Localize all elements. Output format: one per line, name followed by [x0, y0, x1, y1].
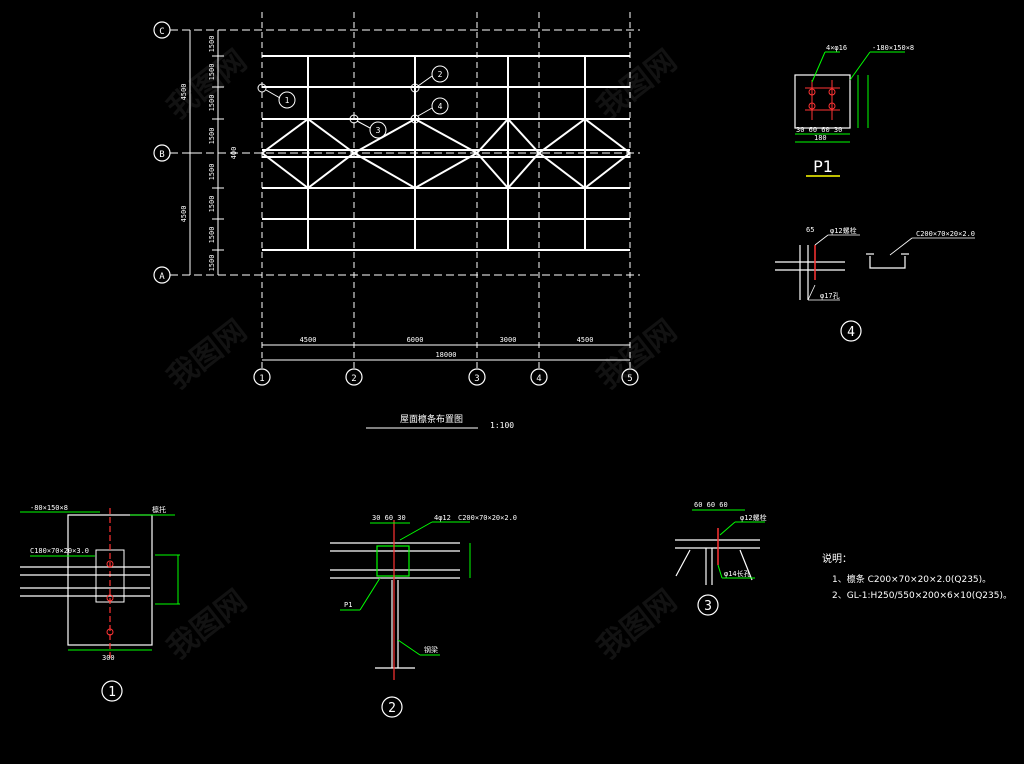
p1-note-right: -180×150×8 — [872, 44, 914, 52]
axis-bubble-4 — [530, 368, 548, 386]
detail-2-bubble — [381, 696, 403, 718]
d1-label: 1 — [108, 685, 116, 700]
dim-bottom-2: 6000 — [407, 336, 424, 344]
axis-label-B: B — [159, 150, 164, 160]
axis-bubble-2 — [345, 368, 363, 386]
p1-label: P1 — [813, 157, 833, 176]
callout-1 — [278, 91, 296, 109]
axis-bubble-1 — [253, 368, 271, 386]
d1-dim: 300 — [102, 654, 115, 662]
notes-line-2: 2、GL-1:H250/550×200×6×10(Q235)。 — [832, 591, 1012, 601]
bolt-hole — [828, 102, 836, 110]
callout-3 — [369, 121, 387, 139]
bolt-hole — [808, 102, 816, 110]
detail-1: -80×150×8 檩托 C180×70×20×3.0 300 1 — [20, 504, 180, 702]
detail-4-bubble — [840, 320, 862, 342]
axis-bubble-5 — [621, 368, 639, 386]
axis-label-1: 1 — [259, 374, 264, 384]
dim-bottom-4: 4500 — [577, 336, 594, 344]
notes-line-1: 1、檩条 C200×70×20×2.0(Q235)。 — [832, 573, 991, 585]
dim-mid: 400 — [230, 147, 238, 160]
plan-scale: 1:100 — [490, 421, 514, 430]
d3-note-bottom: φ14长孔 — [724, 569, 751, 578]
d3-label: 3 — [704, 599, 712, 614]
bracing-lower — [261, 151, 631, 190]
dim-left-6: 1500 — [208, 196, 216, 213]
dim-bottom-3: 3000 — [500, 336, 517, 344]
dim-left-8: 1500 — [208, 255, 216, 272]
d4-label: 4 — [847, 325, 855, 340]
callout-label-3: 3 — [376, 126, 381, 135]
callout-label-4: 4 — [438, 102, 443, 111]
d2-note-section: C200×70×20×2.0 — [458, 514, 517, 522]
d2-p1: P1 — [344, 601, 352, 609]
d4-note-top: φ12螺栓 — [830, 226, 857, 235]
notes-title: 说明： — [822, 552, 852, 565]
axis-bubble-B — [153, 144, 171, 162]
detail-1-bubble — [101, 680, 123, 702]
d4-dim: 65 — [806, 226, 814, 234]
bolt-hole — [828, 88, 836, 96]
d2-beam: 钢梁 — [424, 645, 438, 654]
callout-label-1: 1 — [285, 96, 290, 105]
detail-p1: 4×φ16 -180×150×8 30 60 60 30 180 P1 — [794, 44, 914, 177]
axis-bubble-A — [153, 266, 171, 284]
axis-label-3: 3 — [474, 374, 479, 384]
roof-purlin-plan — [153, 12, 640, 429]
base-plate — [794, 74, 851, 129]
dim-left-1: 1500 — [208, 36, 216, 53]
p1-note-left: 4×φ16 — [826, 44, 847, 52]
d4-note-bottom: φ17孔 — [820, 292, 840, 300]
general-notes: 说明： 1、檩条 C200×70×20×2.0(Q235)。 2、GL-1:H2… — [822, 552, 1012, 601]
bolt-hole — [808, 88, 816, 96]
dim-left-2: 1500 — [208, 64, 216, 81]
d4-section: C200×70×20×2.0 — [916, 230, 975, 238]
callout-label-2: 2 — [438, 70, 443, 79]
dim-left-total-1: 4500 — [180, 84, 188, 101]
dim-bottom-1: 4500 — [300, 336, 317, 344]
detail-2: 30 60 30 4φ12 C200×70×20×2.0 P1 钢梁 2 — [330, 514, 517, 718]
axis-label-C: C — [159, 27, 164, 37]
d3-note-top: φ12螺栓 — [740, 513, 767, 522]
dim-bottom-total: 18000 — [435, 351, 456, 359]
dim-left-total-2: 4500 — [180, 206, 188, 223]
dim-left-4: 1500 — [208, 128, 216, 145]
detail-4: 65 φ12螺栓 φ17孔 C200×70×20×2.0 4 — [775, 226, 975, 342]
callout-2 — [431, 65, 449, 83]
d3-dims: 60 60 60 — [694, 501, 728, 509]
axis-label-A: A — [159, 272, 165, 282]
dim-left-7: 1500 — [208, 227, 216, 244]
d2-dims: 30 60 30 — [372, 514, 406, 522]
axis-label-4: 4 — [536, 374, 541, 384]
axis-bubble-3 — [468, 368, 486, 386]
axis-label-5: 5 — [627, 374, 632, 384]
d1-note-side: 檩托 — [152, 505, 166, 514]
d2-label: 2 — [388, 701, 396, 716]
dim-left-3: 1500 — [208, 95, 216, 112]
detail-3-bubble — [697, 594, 719, 616]
bracing-upper — [261, 117, 631, 155]
axis-bubble-C — [153, 21, 171, 39]
d1-note-left: C180×70×20×3.0 — [30, 547, 89, 555]
dim-left-5: 1500 — [208, 164, 216, 181]
callout-4 — [431, 97, 449, 115]
d1-note-top: -80×150×8 — [30, 504, 68, 512]
axis-label-2: 2 — [351, 374, 356, 384]
plan-title: 屋面檩条布置图 — [400, 413, 463, 425]
d2-note-top: 4φ12 — [434, 514, 451, 522]
p1-dim-total: 180 — [814, 134, 827, 142]
detail-3: 60 60 60 φ12螺栓 φ14长孔 3 — [675, 501, 767, 616]
p1-dims-bottom: 30 60 60 30 — [796, 126, 842, 134]
